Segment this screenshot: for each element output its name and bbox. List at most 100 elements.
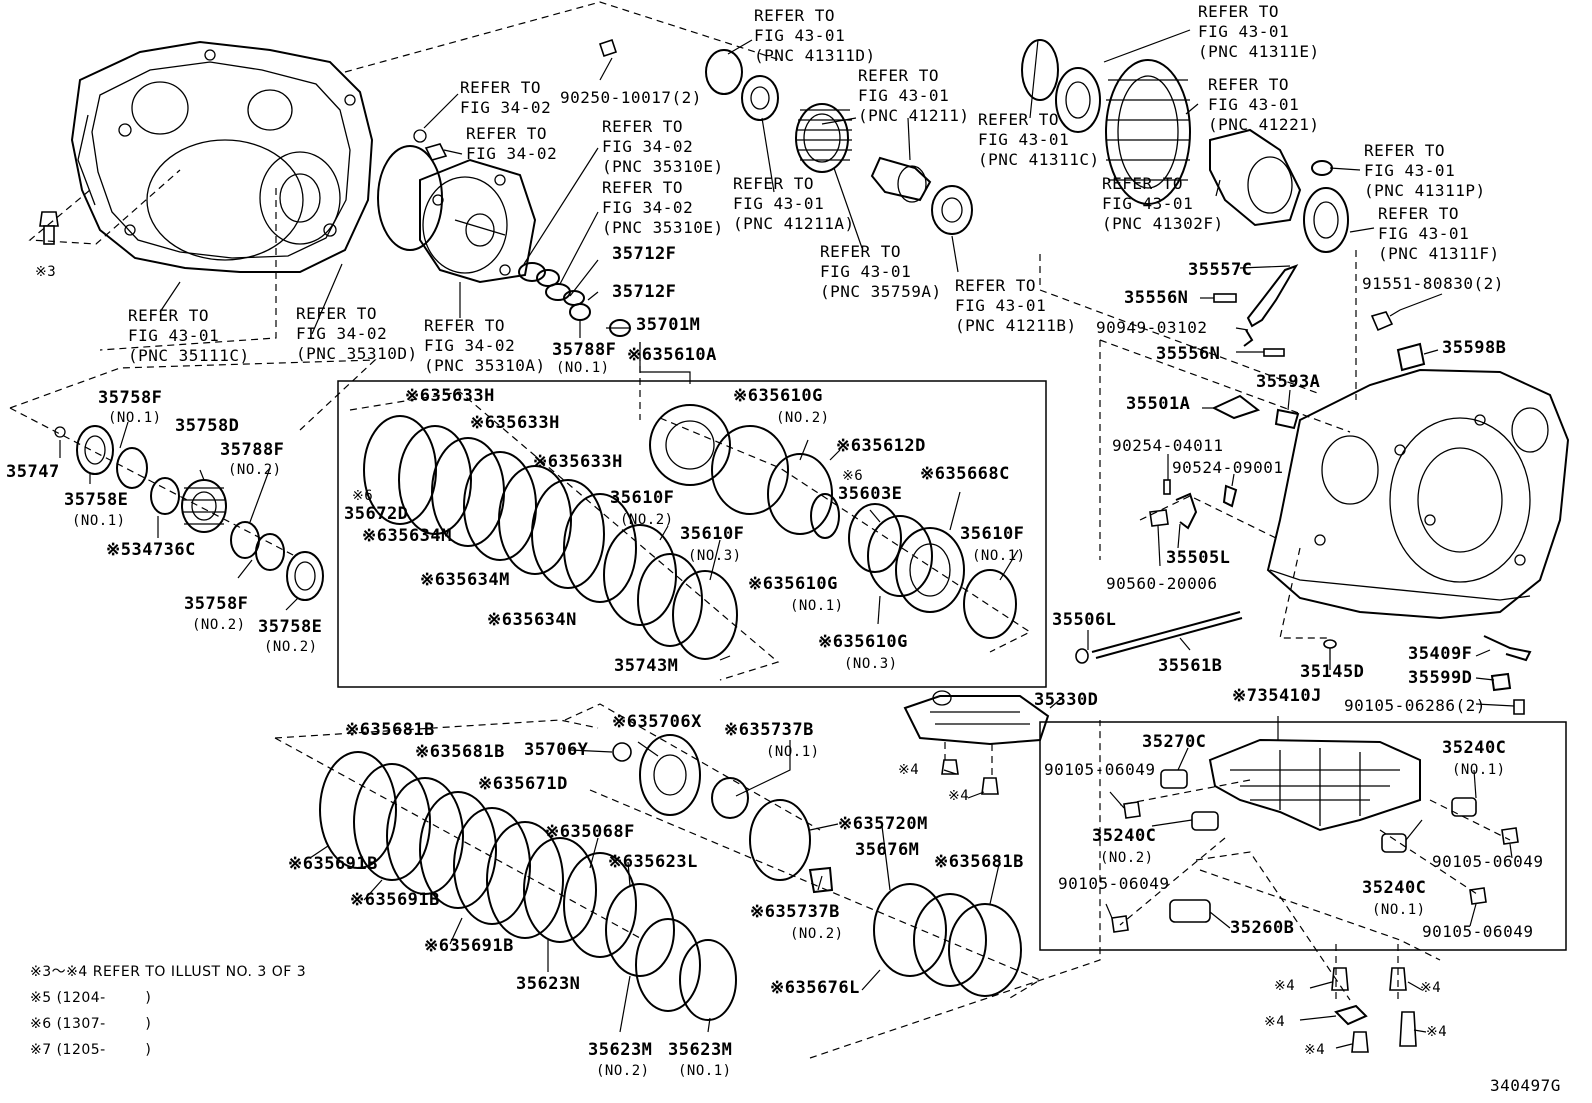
plug-35145d (1323, 639, 1337, 660)
oil-strainer (903, 690, 1050, 795)
figure-id: 340497G (1490, 1076, 1561, 1095)
part-35758d: 35758D (175, 416, 240, 436)
differential-assembly (1021, 39, 1349, 253)
part-35712f-2: 35712F (612, 282, 677, 302)
part-35691b-1: ※635691B (288, 854, 378, 874)
part-35610f-2: 35610F (610, 488, 675, 508)
part-90105-06049-d: 90105-06049 (1422, 922, 1534, 941)
shift-lever-parts (1211, 264, 1426, 430)
part-35610f-3: 35610F (680, 524, 745, 544)
part-35145d: 35145D (1300, 662, 1365, 682)
part-35610g-2: ※635610G (733, 386, 823, 406)
part-35610f-1: 35610F (960, 524, 1025, 544)
part-35610g-1: ※635610G (748, 574, 838, 594)
clutch-discs-lower (319, 734, 1022, 1021)
part-35623n: 35623N (516, 974, 581, 994)
part-35668c: ※635668C (920, 464, 1010, 484)
part-35240c-1a: 35240C (1442, 738, 1507, 758)
part-35676l: ※635676L (770, 978, 860, 998)
part-35737b-2: ※635737B (750, 902, 840, 922)
part-35556n-2: 35556N (1156, 344, 1221, 364)
part-35612d: ※635612D (836, 436, 926, 456)
part-35720m: ※635720M (838, 814, 928, 834)
part-35634m-2: ※635634M (420, 570, 510, 590)
part-35506l: 35506L (1052, 610, 1117, 630)
part-35758e-1-sub: (NO.1) (72, 513, 126, 529)
part-35610a: ※635610A (627, 345, 717, 365)
part-35758e-1: 35758E (64, 490, 129, 510)
part-35672d-mark: ※6 (352, 488, 374, 504)
part-35634n: ※635634N (487, 610, 577, 630)
part-35701m: 35701M (636, 315, 701, 335)
part-x4-d: ※4 (1420, 980, 1442, 996)
valve-body-box (1039, 721, 1567, 951)
part-x3: ※3 (35, 264, 57, 280)
part-35409f: 35409F (1408, 644, 1473, 664)
part-35610f-1-sub: (NO.1) (972, 548, 1026, 564)
part-35593a: 35593A (1256, 372, 1321, 392)
part-35788f-1-sub: (NO.1) (556, 360, 610, 376)
part-35743m: 35743M (614, 656, 679, 676)
part-35737b-1-sub: (NO.1) (766, 744, 820, 760)
part-35788f-2: 35788F (220, 440, 285, 460)
part-35737b-1: ※635737B (724, 720, 814, 740)
counter-gears (705, 49, 973, 235)
part-90524-09001: 90524-09001 (1172, 458, 1284, 477)
part-35681b-3: ※635681B (934, 852, 1024, 872)
part-35599d: 35599D (1408, 668, 1473, 688)
part-35598b: 35598B (1442, 338, 1507, 358)
part-35788f-1: 35788F (552, 340, 617, 360)
part-35068f: ※635068F (545, 822, 635, 842)
part-35610g-3-sub: (NO.3) (844, 656, 898, 672)
part-35691b-2: ※635691B (350, 890, 440, 910)
part-35561b: 35561B (1158, 656, 1223, 676)
part-35505l: 35505L (1166, 548, 1231, 568)
part-35603e: 35603E (838, 484, 903, 504)
part-x4-g: ※4 (1304, 1042, 1326, 1058)
part-x4-f: ※4 (1426, 1024, 1448, 1040)
part-35260b: 35260B (1230, 918, 1295, 938)
part-35758e-2: 35758E (258, 617, 323, 637)
x4-bolts (1331, 967, 1417, 1053)
part-35634m-1: ※635634M (362, 526, 452, 546)
ring-gear-parts (54, 425, 324, 601)
part-35691b-3: ※635691B (424, 936, 514, 956)
part-x4-b: ※4 (948, 788, 970, 804)
part-35610f-2-sub: (NO.2) (620, 512, 674, 528)
clutch-assembly-box (337, 380, 1047, 688)
part-91551-80830: 91551-80830(2) (1362, 274, 1504, 293)
leader-lines (59, 29, 1515, 1049)
part-90250-10017: 90250-10017(2) (560, 88, 702, 107)
part-35681b-1: ※635681B (345, 720, 435, 740)
part-35556n-1: 35556N (1124, 288, 1189, 308)
part-35410j: ※735410J (1232, 686, 1322, 706)
part-35758f-1-sub: (NO.1) (108, 410, 162, 426)
part-35240c-2: 35240C (1092, 826, 1157, 846)
part-35240c-1a-sub: (NO.1) (1452, 762, 1506, 778)
part-90949-03102: 90949-03102 (1096, 318, 1208, 337)
part-35270c: 35270C (1142, 732, 1207, 752)
bolt-x3 (39, 211, 59, 245)
part-35330d: 35330D (1034, 690, 1099, 710)
part-x4-e: ※4 (1264, 1014, 1286, 1030)
part-35610g-2-sub: (NO.2) (776, 410, 830, 426)
part-35676m: 35676M (855, 840, 920, 860)
note-4: ※7 (1205- ) (30, 1042, 152, 1058)
part-35623m-2-sub: (NO.2) (596, 1063, 650, 1079)
transaxle-case (1266, 368, 1570, 620)
